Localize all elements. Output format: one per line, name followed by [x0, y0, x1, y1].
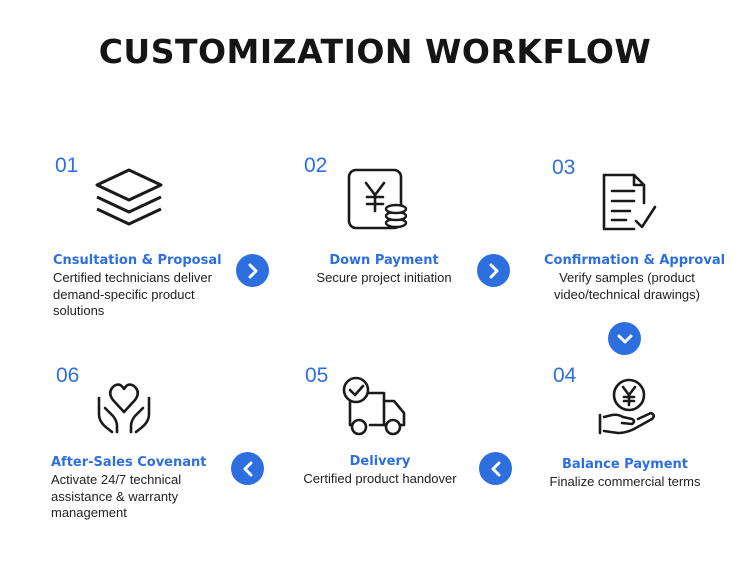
step-title: Balance Payment [561, 457, 689, 472]
step-number: 06 [56, 364, 80, 387]
step-title: Down Payment [329, 253, 439, 268]
delivery-truck-icon [342, 376, 406, 436]
right-arrow-icon [236, 254, 269, 287]
left-arrow-icon [479, 452, 512, 485]
hands-heart-icon [97, 383, 151, 434]
page-title: CUSTOMIZATION WORKFLOW [98, 32, 652, 71]
right-arrow-icon [477, 254, 510, 287]
step-description: Finalize commercial terms [549, 474, 701, 489]
step-number: 05 [305, 364, 329, 387]
step-description: Certified product handover [303, 471, 457, 486]
step-number: 01 [55, 154, 79, 177]
step-description: Certified technicians deliver demand-spe… [53, 270, 212, 318]
step-title: Confirmation & Approval [544, 253, 726, 268]
step-description: Verify samples (product video/technical … [554, 270, 700, 302]
down-arrow-icon [608, 322, 641, 355]
step-title: Cnsultation & Proposal [53, 253, 222, 268]
step-title: Delivery [349, 454, 411, 469]
left-arrow-icon [231, 452, 264, 485]
step-description: Secure project initiation [316, 270, 452, 285]
yen-payment-icon [347, 168, 408, 230]
step-description: Activate 24/7 technical assistance & war… [51, 472, 182, 520]
document-check-icon [602, 173, 657, 231]
layers-icon [95, 168, 163, 226]
step-number: 04 [553, 364, 577, 387]
step-number: 03 [552, 156, 576, 179]
hand-yen-icon [598, 378, 656, 435]
step-title: After-Sales Covenant [51, 455, 207, 470]
step-number: 02 [304, 154, 328, 177]
